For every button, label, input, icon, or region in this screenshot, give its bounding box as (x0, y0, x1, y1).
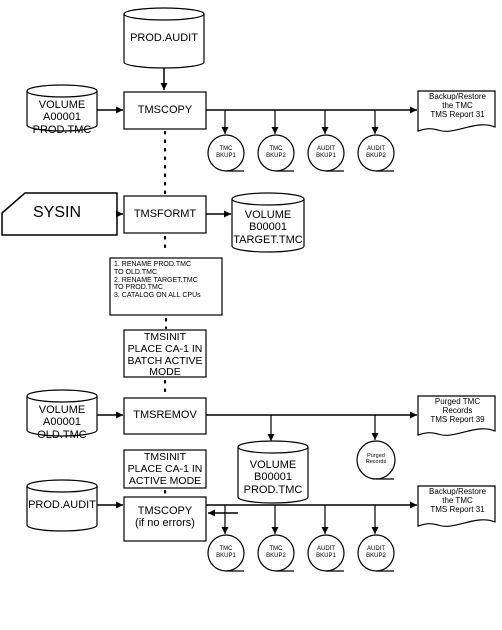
tmsinit-active-label: TMSINIT PLACE CA-1 IN ACTIVE MODE (127, 451, 203, 487)
prod-audit-bottom-cylinder (26, 479, 98, 532)
tmscopy-1-label: TMSCOPY (137, 104, 193, 116)
prod-audit-bottom-label: PROD.AUDIT (28, 499, 96, 511)
volume-b00001-prod-label: VOLUME B00001 PROD.TMC (243, 459, 303, 496)
tape-6-label: TMC BKUP2 (266, 546, 286, 559)
prod-audit-top-label: PROD.AUDIT (130, 32, 198, 44)
tape-2-label: TMC BKUP2 (266, 146, 286, 159)
tmsformt-label: TMSFORMT (133, 208, 197, 220)
tape-audit-bkup2-1 (357, 134, 395, 172)
tape-audit-bkup1-2 (307, 534, 345, 572)
rename-steps-box (109, 257, 223, 316)
tmsinit-active-box (123, 449, 207, 489)
tape-tmc-bkup1-1 (207, 134, 245, 172)
volume-b00001-prod-cylinder (237, 440, 309, 504)
tmsinit-batch-label: TMSINIT PLACE CA-1 IN BATCH ACTIVE MODE (127, 331, 203, 379)
volume-a00001-prod-cylinder (26, 84, 98, 132)
report-2-document (417, 395, 496, 436)
report-1-label: Backup/Restore the TMC TMS Report 31 (429, 92, 486, 119)
tape-tmc-bkup1-2 (207, 534, 245, 572)
tape-audit-bkup1-1 (307, 134, 345, 172)
volume-a00001-old-label: VOLUME A00001 OLD.TMC (37, 404, 87, 441)
volume-b00001-target-cylinder (231, 192, 305, 253)
volume-a00001-old-cylinder (26, 389, 98, 437)
tmsremov-label: TMSREMOV (133, 409, 197, 421)
tmscopy-2-label: TMSCOPY (if no errors) (135, 505, 195, 530)
report-3-label: Backup/Restore the TMC TMS Report 31 (429, 487, 486, 514)
prod-audit-top-cylinder (123, 7, 205, 69)
tmsremov-box (123, 397, 207, 435)
tape-tmc-bkup2-2 (257, 534, 295, 572)
tape-3-label: AUDIT BKUP1 (316, 146, 336, 159)
tmsformt-box (123, 195, 207, 234)
purged-records-label: Purged Records (365, 453, 387, 466)
tape-4-label: AUDIT BKUP2 (366, 146, 386, 159)
report-3-document (417, 485, 496, 527)
rename-steps-label: 1. RENAME PROD.TMC TO OLD.TMC 2. RENAME … (114, 261, 201, 300)
tape-5-label: TMC BKUP1 (216, 546, 236, 559)
sysin-label: SYSIN (32, 204, 81, 221)
volume-b00001-target-label: VOLUME B00001 TARGET.TMC (233, 209, 303, 246)
tape-1-label: TMC BKUP1 (216, 146, 236, 159)
tmscopy-box-2 (123, 496, 207, 542)
tape-7-label: AUDIT BKUP1 (316, 546, 336, 559)
tape-tmc-bkup2-1 (257, 134, 295, 172)
report-1-document (417, 90, 496, 132)
tmscopy-box-1 (123, 91, 207, 130)
volume-a00001-prod-label: VOLUME A00001 PROD.TMC (32, 99, 92, 136)
tape-audit-bkup2-2 (357, 534, 395, 572)
report-2-label: Purged TMC Records TMS Report 39 (430, 397, 485, 424)
tmsinit-batch-box (123, 329, 207, 378)
tape-8-label: AUDIT BKUP2 (366, 546, 386, 559)
purged-records-tape (356, 440, 396, 480)
